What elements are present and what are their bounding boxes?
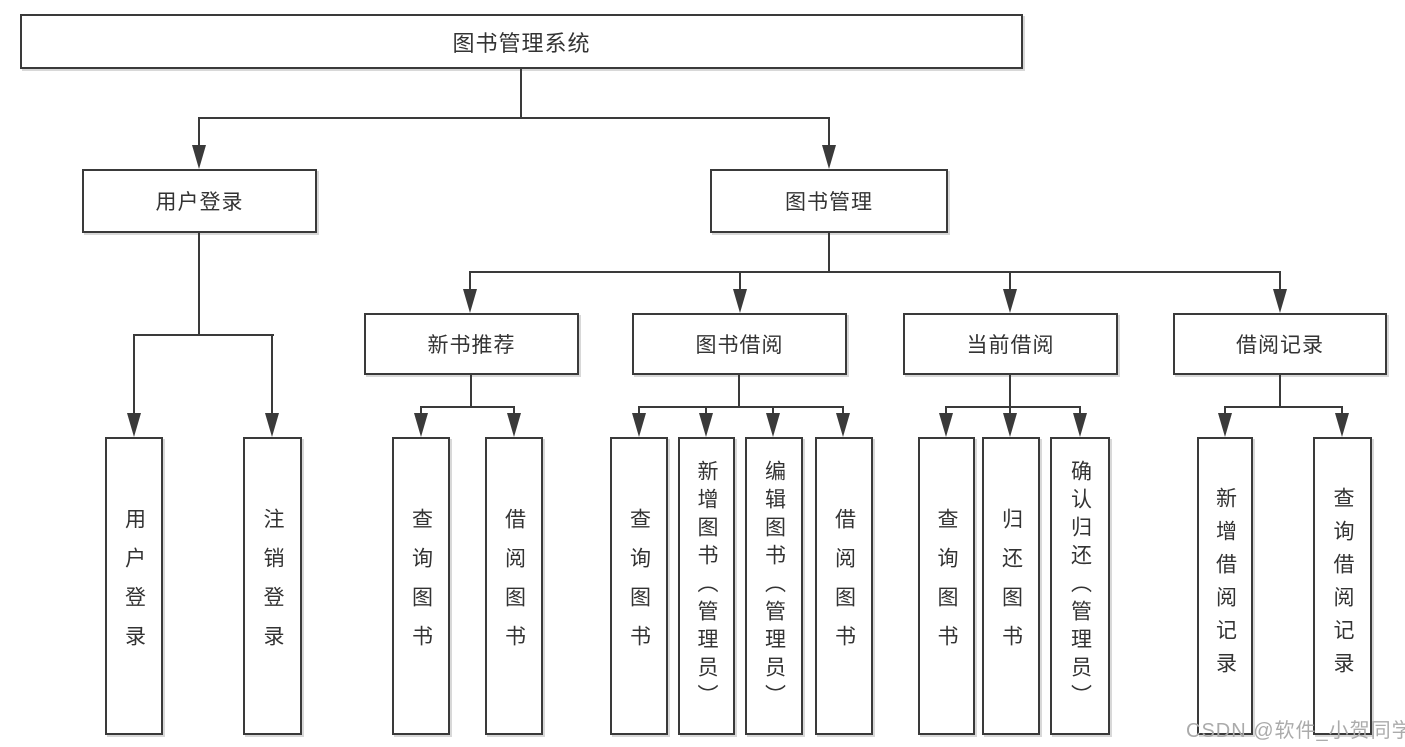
node-borrow-records: 借阅记录	[1173, 313, 1387, 375]
leaf-current-query-book-label: 查询图书	[935, 508, 958, 664]
arrow-down-icon	[463, 289, 477, 313]
arrow-down-icon	[1335, 413, 1349, 437]
arrow-down-icon	[1003, 413, 1017, 437]
leaf-current-query-book: 查询图书	[918, 437, 975, 735]
leaf-recommend-borrow-book-label: 借阅图书	[502, 508, 526, 664]
leaf-query-borrow-record: 查询借阅记录	[1313, 437, 1372, 735]
node-user-login-branch: 用户登录	[82, 169, 317, 233]
connector-drop-user	[198, 117, 200, 147]
connector-user-split	[133, 334, 274, 336]
arrow-down-icon	[733, 289, 747, 313]
leaf-add-borrow-record: 新增借阅记录	[1197, 437, 1253, 735]
connector-drop	[1009, 406, 1011, 416]
connector-recommend-stem	[470, 375, 472, 407]
connector-borrow-stem	[738, 375, 740, 407]
leaf-logout: 注销登录	[243, 437, 302, 735]
arrow-down-icon	[1218, 413, 1232, 437]
connector-current-split	[945, 406, 1081, 408]
leaf-borrow-query-book-label: 查询图书	[627, 508, 651, 664]
connector-drop-current	[1009, 271, 1011, 293]
leaf-add-book-admin: 新增图书（管理员）	[678, 437, 735, 735]
connector-drop	[1224, 406, 1226, 416]
node-book-borrow-label: 图书借阅	[695, 334, 784, 357]
leaf-borrow-book: 借阅图书	[815, 437, 873, 735]
connector-drop-logout	[271, 334, 273, 415]
arrow-down-icon	[1003, 289, 1017, 313]
node-user-login-branch-label: 用户登录	[155, 191, 244, 214]
arrow-down-icon	[265, 413, 279, 437]
connector-borrow-split	[638, 406, 844, 408]
arrow-down-icon	[766, 413, 780, 437]
leaf-add-borrow-record-label: 新增借阅记录	[1213, 487, 1237, 685]
leaf-borrow-book-label: 借阅图书	[832, 508, 856, 664]
leaf-recommend-borrow-book: 借阅图书	[485, 437, 543, 735]
arrow-down-icon	[414, 413, 428, 437]
connector-book-split	[469, 271, 1281, 273]
arrow-down-icon	[699, 413, 713, 437]
connector-records-stem	[1279, 375, 1281, 407]
connector-user-stem	[198, 233, 200, 336]
node-book-management-branch: 图书管理	[710, 169, 948, 233]
arrow-down-icon	[1273, 289, 1287, 313]
node-root-label: 图书管理系统	[452, 30, 591, 56]
arrow-down-icon	[507, 413, 521, 437]
arrow-down-icon	[192, 145, 206, 169]
leaf-confirm-return-admin-label: 确认归还（管理员）	[1068, 460, 1092, 712]
arrow-down-icon	[939, 413, 953, 437]
leaf-recommend-query-book: 查询图书	[392, 437, 450, 735]
node-borrow-records-label: 借阅记录	[1236, 334, 1324, 357]
node-root: 图书管理系统	[20, 14, 1023, 69]
arrow-down-icon	[127, 413, 141, 437]
node-book-borrow: 图书借阅	[632, 313, 847, 375]
connector-current-stem	[1009, 375, 1011, 407]
csdn-watermark: CSDN @软件_小贺同学	[1186, 720, 1405, 742]
connector-recommend-split	[420, 406, 515, 408]
leaf-query-borrow-record-label: 查询借阅记录	[1331, 487, 1354, 685]
leaf-add-book-admin-label: 新增图书（管理员）	[695, 460, 718, 712]
arrow-down-icon	[1073, 413, 1087, 437]
node-new-book-recommend: 新书推荐	[364, 313, 579, 375]
leaf-user-login: 用户登录	[105, 437, 163, 735]
arrow-down-icon	[822, 145, 836, 169]
leaf-return-book: 归还图书	[982, 437, 1040, 735]
node-current-borrow-label: 当前借阅	[966, 334, 1055, 357]
connector-drop	[772, 406, 774, 416]
connector-root-stem	[520, 69, 522, 118]
node-current-borrow: 当前借阅	[903, 313, 1118, 375]
leaf-recommend-query-book-label: 查询图书	[409, 508, 433, 664]
connector-records-split	[1224, 406, 1343, 408]
connector-drop	[705, 406, 707, 416]
leaf-user-login-label: 用户登录	[122, 508, 146, 664]
connector-drop	[513, 406, 515, 416]
connector-drop-book	[828, 117, 830, 147]
leaf-edit-book-admin: 编辑图书（管理员）	[745, 437, 803, 735]
leaf-logout-label: 注销登录	[261, 508, 284, 664]
connector-drop	[638, 406, 640, 416]
connector-drop	[1341, 406, 1343, 416]
leaf-borrow-query-book: 查询图书	[610, 437, 668, 735]
connector-drop	[945, 406, 947, 416]
connector-drop-records	[1279, 271, 1281, 293]
leaf-edit-book-admin-label: 编辑图书（管理员）	[762, 460, 786, 712]
connector-drop	[1079, 406, 1081, 416]
connector-drop-borrow	[739, 271, 741, 293]
arrow-down-icon	[632, 413, 646, 437]
connector-drop	[842, 406, 844, 416]
connector-drop	[420, 406, 422, 416]
connector-root-split	[198, 117, 830, 119]
leaf-confirm-return-admin: 确认归还（管理员）	[1050, 437, 1110, 735]
arrow-down-icon	[836, 413, 850, 437]
node-book-management-branch-label: 图书管理	[785, 191, 873, 214]
node-new-book-recommend-label: 新书推荐	[427, 334, 516, 357]
connector-drop-recommend	[469, 271, 471, 293]
connector-drop-user-login	[133, 334, 135, 415]
leaf-return-book-label: 归还图书	[999, 508, 1023, 664]
connector-book-stem	[828, 233, 830, 273]
